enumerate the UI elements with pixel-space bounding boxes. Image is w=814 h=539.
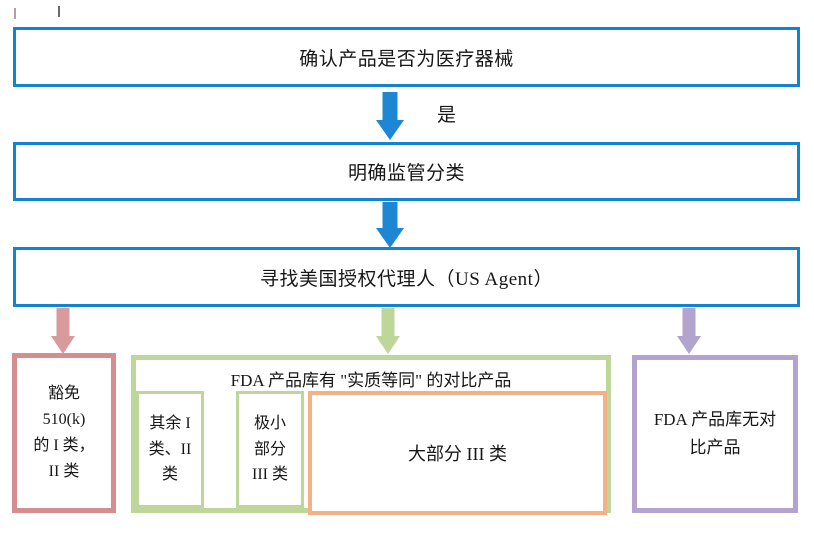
outcome-cell-few-class3[interactable]: 极小 部分 III 类 (236, 391, 304, 508)
connector-arrow-2 (370, 202, 410, 248)
arrow-shaft (382, 92, 398, 122)
arrow-shaft (682, 308, 696, 336)
outcome-group-header-text: FDA 产品库有 "实质等同" 的对比产品 (230, 370, 512, 390)
outcome-box-exempt[interactable]: 豁免 510(k) 的 I 类， II 类 (12, 353, 116, 513)
arrow-head (376, 228, 404, 248)
outcome-no-predicate-line-2: 比产品 (689, 438, 741, 457)
connector-arrow-no-predicate (672, 308, 706, 354)
cell-few-class3-line-2: 部分 (253, 440, 286, 458)
arrow-head (376, 120, 404, 140)
connector-arrow-equivalent (371, 308, 405, 354)
connector-arrow-1 (370, 92, 410, 140)
outcome-cell-few-class3-text: 极小 部分 III 类 (252, 411, 288, 489)
arrow-head (677, 336, 701, 354)
arrow-head (376, 336, 400, 354)
ruler-tick-left (14, 8, 16, 19)
step-box-regulatory-class[interactable]: 明确监管分类 (13, 142, 800, 201)
step-box-confirm-device[interactable]: 确认产品是否为医疗器械 (13, 27, 800, 87)
outcome-exempt-line-1: 豁免 (47, 385, 80, 403)
outcome-cell-remaining-text: 其余 I 类、II 类 (149, 411, 192, 489)
step-box-us-agent[interactable]: 寻找美国授权代理人（US Agent） (13, 247, 800, 307)
cell-remaining-line-3: 类 (161, 466, 178, 484)
outcome-exempt-line-4: II 类 (48, 462, 80, 480)
outcome-no-predicate-text: FDA 产品库无对 比产品 (654, 406, 776, 462)
connector-arrow-exempt (46, 308, 80, 354)
outcome-exempt-line-3: 的 I 类， (33, 437, 95, 454)
outcome-exempt-line-2: 510(k) (42, 411, 86, 429)
step-label-3: 寻找美国授权代理人（US Agent） (260, 268, 553, 290)
outcome-group-header: FDA 产品库有 "实质等同" 的对比产品 (136, 360, 606, 396)
cell-few-class3-line-1: 极小 (253, 414, 286, 432)
outcome-cell-most-class3-text: 大部分 III 类 (408, 444, 507, 464)
step-label-1: 确认产品是否为医疗器械 (299, 48, 514, 70)
arrow-shaft (381, 308, 395, 336)
cell-remaining-line-1: 其余 I (149, 414, 191, 432)
outcome-cell-most-class3[interactable]: 大部分 III 类 (308, 391, 607, 515)
arrow-shaft (56, 308, 70, 336)
outcome-cell-remaining-classes[interactable]: 其余 I 类、II 类 (136, 391, 204, 508)
arrow-shaft (382, 202, 398, 230)
outcome-exempt-text: 豁免 510(k) 的 I 类， II 类 (33, 381, 94, 485)
outcome-no-predicate-line-1: FDA 产品库无对 (653, 409, 777, 429)
connector-note-yes: 是 (437, 105, 457, 126)
arrow-head (51, 336, 75, 354)
step-label-2: 明确监管分类 (347, 163, 465, 184)
cell-few-class3-line-3: III 类 (252, 466, 288, 484)
cell-remaining-line-2: 类、II (148, 440, 192, 458)
ruler-tick-cursor (58, 6, 60, 17)
outcome-box-no-predicate[interactable]: FDA 产品库无对 比产品 (632, 355, 798, 513)
